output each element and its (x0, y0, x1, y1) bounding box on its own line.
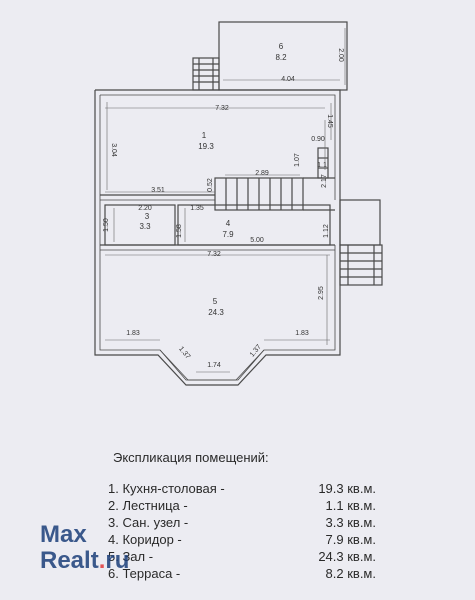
legend-room-name: 4. Коридор - (108, 532, 182, 547)
dim-label: 1.12 (323, 224, 330, 238)
legend-row: 5. Зал - 24.3 кв.м. (108, 548, 408, 565)
legend-room-area: 19.3 кв.м. (318, 481, 376, 496)
side-porch (339, 199, 381, 246)
dim-label: 4.04 (281, 76, 295, 83)
dim-label: 7.32 (207, 251, 221, 258)
room-4-area: 7.9 (222, 230, 234, 239)
room-5-number: 5 (213, 297, 218, 306)
legend-room-area: 7.9 кв.м. (325, 532, 376, 547)
watermark-dot: . (98, 547, 106, 574)
room-1-area: 19.3 (198, 142, 214, 151)
watermark-line-1: Max (40, 521, 87, 548)
outer-wall-bottom (94, 90, 341, 386)
dim-label: 1.74 (207, 362, 221, 369)
maxrealt-watermark-logo: Max Realt.ru (40, 522, 129, 574)
room-legend: Экспликация помещений: 1. Кухня-столовая… (108, 450, 408, 582)
legend-room-name: 2. Лестница - (108, 498, 188, 513)
room-5-area: 24.3 (208, 308, 224, 317)
watermark-realt: Realt (40, 547, 99, 574)
dim-label: 0.90 (311, 136, 325, 143)
legend-row: 4. Коридор - 7.9 кв.м. (108, 531, 408, 548)
legend-room-name: 6. Терраса - (108, 566, 181, 581)
dim-label: 1.07 (294, 153, 301, 167)
dim-label: 1.1 (317, 162, 327, 169)
dim-label: 3.04 (110, 143, 117, 157)
dim-label: 1.37 (177, 346, 191, 361)
watermark-ru: ru (105, 547, 130, 574)
legend-room-area: 3.3 кв.м. (325, 515, 376, 530)
dim-label: 2.89 (255, 170, 269, 177)
dim-label: 1.45 (326, 114, 333, 128)
legend-room-name: 1. Кухня-столовая - (108, 481, 225, 496)
dim-label: 1.37 (249, 343, 263, 358)
legend-row: 2. Лестница - 1.1 кв.м. (108, 497, 408, 514)
dim-label: 2.20 (138, 205, 152, 212)
legend-row: 3. Сан. узел - 3.3 кв.м. (108, 514, 408, 531)
dim-label: 3.51 (151, 187, 165, 194)
dim-label: 1.50 (103, 218, 110, 232)
room-3-number: 3 (145, 212, 150, 221)
room-6-area: 8.2 (275, 53, 287, 62)
dim-label: 2.95 (318, 286, 325, 300)
terrace-stairs (192, 57, 220, 91)
legend-title: Экспликация помещений: (113, 450, 269, 465)
dim-label: 1.83 (295, 330, 309, 337)
dim-label: 1.83 (126, 330, 140, 337)
legend-room-area: 1.1 кв.м. (325, 498, 376, 513)
floor-plan: 6 8.2 1 19.3 3 3.3 4 7.9 5 24.3 2.00 4.0… (94, 21, 383, 386)
side-stairs (339, 244, 383, 286)
room-1-number: 1 (202, 131, 207, 140)
legend-row: 6. Терраса - 8.2 кв.м. (108, 565, 408, 582)
outer-wall-top (95, 89, 341, 245)
legend-room-name: 5. Зал - (108, 549, 154, 564)
room-3-area: 3.3 (139, 222, 151, 231)
legend-room-name: 3. Сан. узел - (108, 515, 189, 530)
dim-label: 2.00 (337, 48, 344, 62)
dim-label: 1.58 (176, 224, 183, 238)
watermark-line-2: Realt.ru (40, 548, 129, 574)
room-4-number: 4 (226, 219, 231, 228)
room-6-number: 6 (279, 42, 284, 51)
dim-label: 2.17 (321, 174, 328, 188)
legend-room-area: 8.2 кв.м. (325, 566, 376, 581)
dim-label: 1.35 (190, 205, 204, 212)
legend-room-area: 24.3 кв.м. (318, 549, 376, 564)
dim-label: 5.00 (250, 237, 264, 244)
dim-label: 0.52 (207, 178, 214, 192)
dim-label: 7.32 (215, 105, 229, 112)
legend-row: 1. Кухня-столовая - 19.3 кв.м. (108, 480, 408, 497)
